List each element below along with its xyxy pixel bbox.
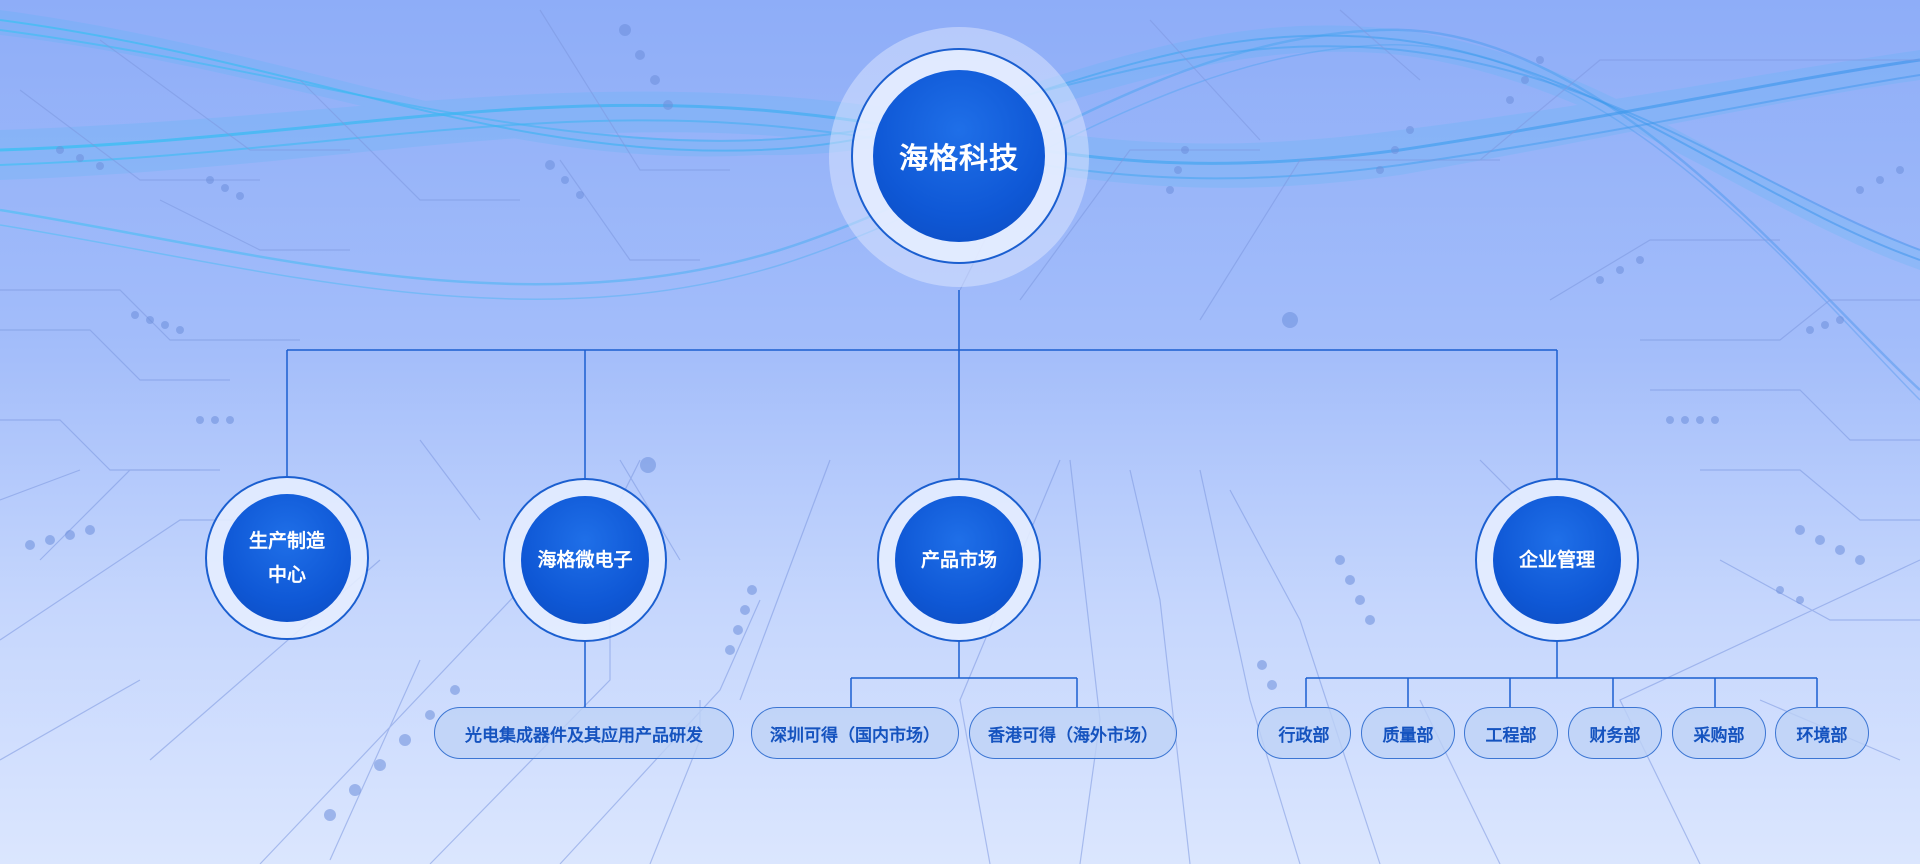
node-manufacturing-center: 生产制造 中心: [205, 476, 369, 640]
node-manufacturing-center-core: 生产制造 中心: [223, 494, 351, 622]
node-enterprise-management-label: 企业管理: [1493, 496, 1621, 624]
node-microelectronics-label: 海格微电子: [521, 496, 649, 624]
pill-shenzhen-kede: 深圳可得（国内市场）: [751, 707, 959, 759]
node-product-market: 产品市场: [877, 478, 1041, 642]
node-manufacturing-label-line2: 中心: [267, 564, 306, 586]
pill-hongkong-kede: 香港可得（海外市场）: [969, 707, 1177, 759]
pill-admin-dept: 行政部: [1257, 707, 1351, 759]
pill-finance-dept: 财务部: [1568, 707, 1662, 759]
circuit-dots: [25, 24, 1904, 821]
node-enterprise-management: 企业管理: [1475, 478, 1639, 642]
pill-procurement-dept: 采购部: [1672, 707, 1766, 759]
pill-engineering-dept: 工程部: [1464, 707, 1558, 759]
pill-environment-dept: 环境部: [1775, 707, 1869, 759]
node-microelectronics: 海格微电子: [503, 478, 667, 642]
root-node: 海格科技: [851, 48, 1067, 264]
root-node-label: 海格科技: [873, 70, 1045, 242]
pill-quality-dept: 质量部: [1361, 707, 1455, 759]
node-manufacturing-label-line1: 生产制造: [248, 530, 325, 552]
node-product-market-label: 产品市场: [895, 496, 1023, 624]
pill-optoelectronics-rd: 光电集成器件及其应用产品研发: [434, 707, 734, 759]
